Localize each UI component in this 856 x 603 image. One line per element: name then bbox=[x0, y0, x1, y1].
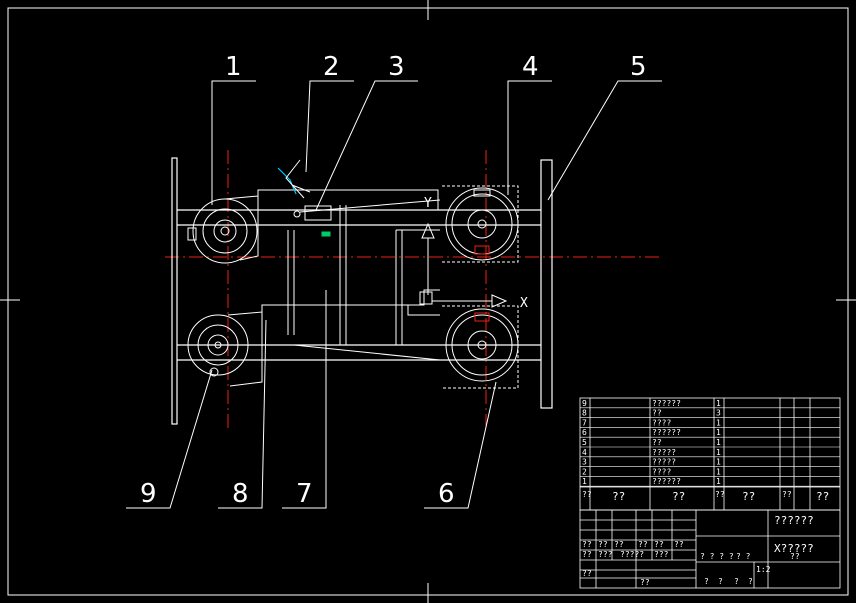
parts-cell-qty: 3 bbox=[716, 409, 721, 418]
drawing-title: ?????? bbox=[774, 514, 814, 527]
svg-text:??: ?? bbox=[598, 540, 608, 549]
callout-4: 4 bbox=[522, 52, 539, 82]
brake-pedal bbox=[277, 159, 332, 237]
parts-list-rows: 9??????18??37????16??????15??14?????13??… bbox=[580, 399, 840, 487]
title-block-row-b: ?? ??? ????? ??? bbox=[582, 550, 669, 559]
svg-text:??: ?? bbox=[582, 550, 592, 559]
svg-text:??: ?? bbox=[582, 569, 592, 578]
parts-cell-no: 4 bbox=[582, 448, 587, 457]
svg-text:??: ?? bbox=[816, 490, 829, 503]
parts-cell-no: 5 bbox=[582, 438, 587, 447]
svg-text:??: ?? bbox=[638, 540, 648, 549]
svg-text:??: ?? bbox=[782, 490, 792, 499]
svg-text:??: ?? bbox=[640, 578, 650, 587]
brake-pipes bbox=[257, 189, 441, 361]
parts-cell-qty: 1 bbox=[716, 399, 721, 408]
callout-7: 7 bbox=[296, 479, 313, 509]
parts-cell-no: 1 bbox=[582, 477, 587, 486]
svg-text:??: ?? bbox=[674, 540, 684, 549]
leader-lines bbox=[126, 80, 662, 509]
parts-cell-no: 2 bbox=[582, 467, 587, 476]
svg-text:??: ?? bbox=[612, 490, 625, 503]
svg-text:???: ??? bbox=[598, 550, 613, 559]
parts-cell-no: 6 bbox=[582, 428, 587, 437]
svg-text:??: ?? bbox=[582, 490, 592, 499]
parts-cell-qty: 1 bbox=[716, 448, 721, 457]
parts-cell-name: ???? bbox=[652, 467, 671, 476]
svg-text:??: ?? bbox=[715, 490, 725, 499]
parts-cell-name: ???? bbox=[652, 418, 671, 427]
parts-cell-no: 3 bbox=[582, 458, 587, 467]
parts-list-header: ?? ?? ?? ?? ?? ?? ?? bbox=[582, 490, 829, 503]
parts-cell-qty: 1 bbox=[716, 467, 721, 476]
parts-cell-name: ?????? bbox=[652, 399, 681, 408]
parts-cell-qty: 1 bbox=[716, 477, 721, 486]
parts-cell-no: 8 bbox=[582, 409, 587, 418]
callout-3: 3 bbox=[388, 52, 405, 82]
callout-9: 9 bbox=[140, 479, 157, 509]
axis-x-label: X bbox=[520, 296, 528, 311]
svg-text:??: ?? bbox=[742, 490, 755, 503]
svg-text:??: ?? bbox=[790, 552, 800, 561]
callout-6: 6 bbox=[438, 479, 455, 509]
parts-list bbox=[579, 397, 841, 511]
brake-wheel-rear-left bbox=[187, 311, 263, 387]
drawing-number: X????? bbox=[774, 542, 814, 555]
brake-wheel-rear-right bbox=[442, 305, 519, 389]
brake-wheel-front-left bbox=[187, 195, 259, 264]
parts-cell-no: 7 bbox=[582, 418, 587, 427]
callout-2: 2 bbox=[323, 52, 340, 82]
title-block-row-a: ?? ?? ?? ?? ?? ?? bbox=[582, 540, 684, 549]
centerlines bbox=[165, 150, 662, 432]
parts-cell-no: 9 bbox=[582, 399, 587, 408]
parts-cell-qty: 1 bbox=[716, 428, 721, 437]
title-block bbox=[579, 509, 841, 589]
parts-cell-name: ?????? bbox=[652, 428, 681, 437]
svg-text:??: ?? bbox=[672, 490, 685, 503]
parts-cell-name: ?? bbox=[652, 409, 662, 418]
parts-cell-qty: 1 bbox=[716, 418, 721, 427]
svg-text:?????: ????? bbox=[620, 550, 644, 559]
callout-1: 1 bbox=[225, 52, 242, 82]
svg-text:???: ??? bbox=[654, 550, 669, 559]
callout-8: 8 bbox=[232, 479, 249, 509]
svg-text:? ?: ? ? bbox=[736, 552, 751, 561]
title-block-row-d: ?? ?? bbox=[582, 569, 650, 587]
svg-text:??: ?? bbox=[654, 540, 664, 549]
direction-arrows bbox=[421, 222, 508, 308]
parts-cell-name: ????? bbox=[652, 458, 676, 467]
title-block-row-e: ? ? ? ? bbox=[704, 577, 753, 586]
svg-text:??: ?? bbox=[614, 540, 624, 549]
parts-cell-name: ?????? bbox=[652, 477, 681, 486]
parts-cell-name: ????? bbox=[652, 448, 676, 457]
callout-5: 5 bbox=[630, 52, 647, 82]
title-block-row-c: ? ? ? ? ? ? ?? bbox=[700, 552, 800, 561]
brake-wheel-front-right bbox=[442, 185, 519, 263]
svg-text:? ? ? ?: ? ? ? ? bbox=[700, 552, 734, 561]
svg-text:?: ? bbox=[748, 577, 753, 586]
axis-y-label: Y bbox=[424, 196, 432, 211]
drawing-scale: 1:2 bbox=[756, 565, 771, 574]
axle-plates bbox=[171, 157, 553, 425]
parts-cell-qty: 1 bbox=[716, 438, 721, 447]
svg-text:??: ?? bbox=[582, 540, 592, 549]
svg-text:?: ? bbox=[718, 577, 723, 586]
parts-cell-name: ?? bbox=[652, 438, 662, 447]
parts-cell-qty: 1 bbox=[716, 458, 721, 467]
svg-text:?: ? bbox=[734, 577, 739, 586]
svg-text:?: ? bbox=[704, 577, 709, 586]
